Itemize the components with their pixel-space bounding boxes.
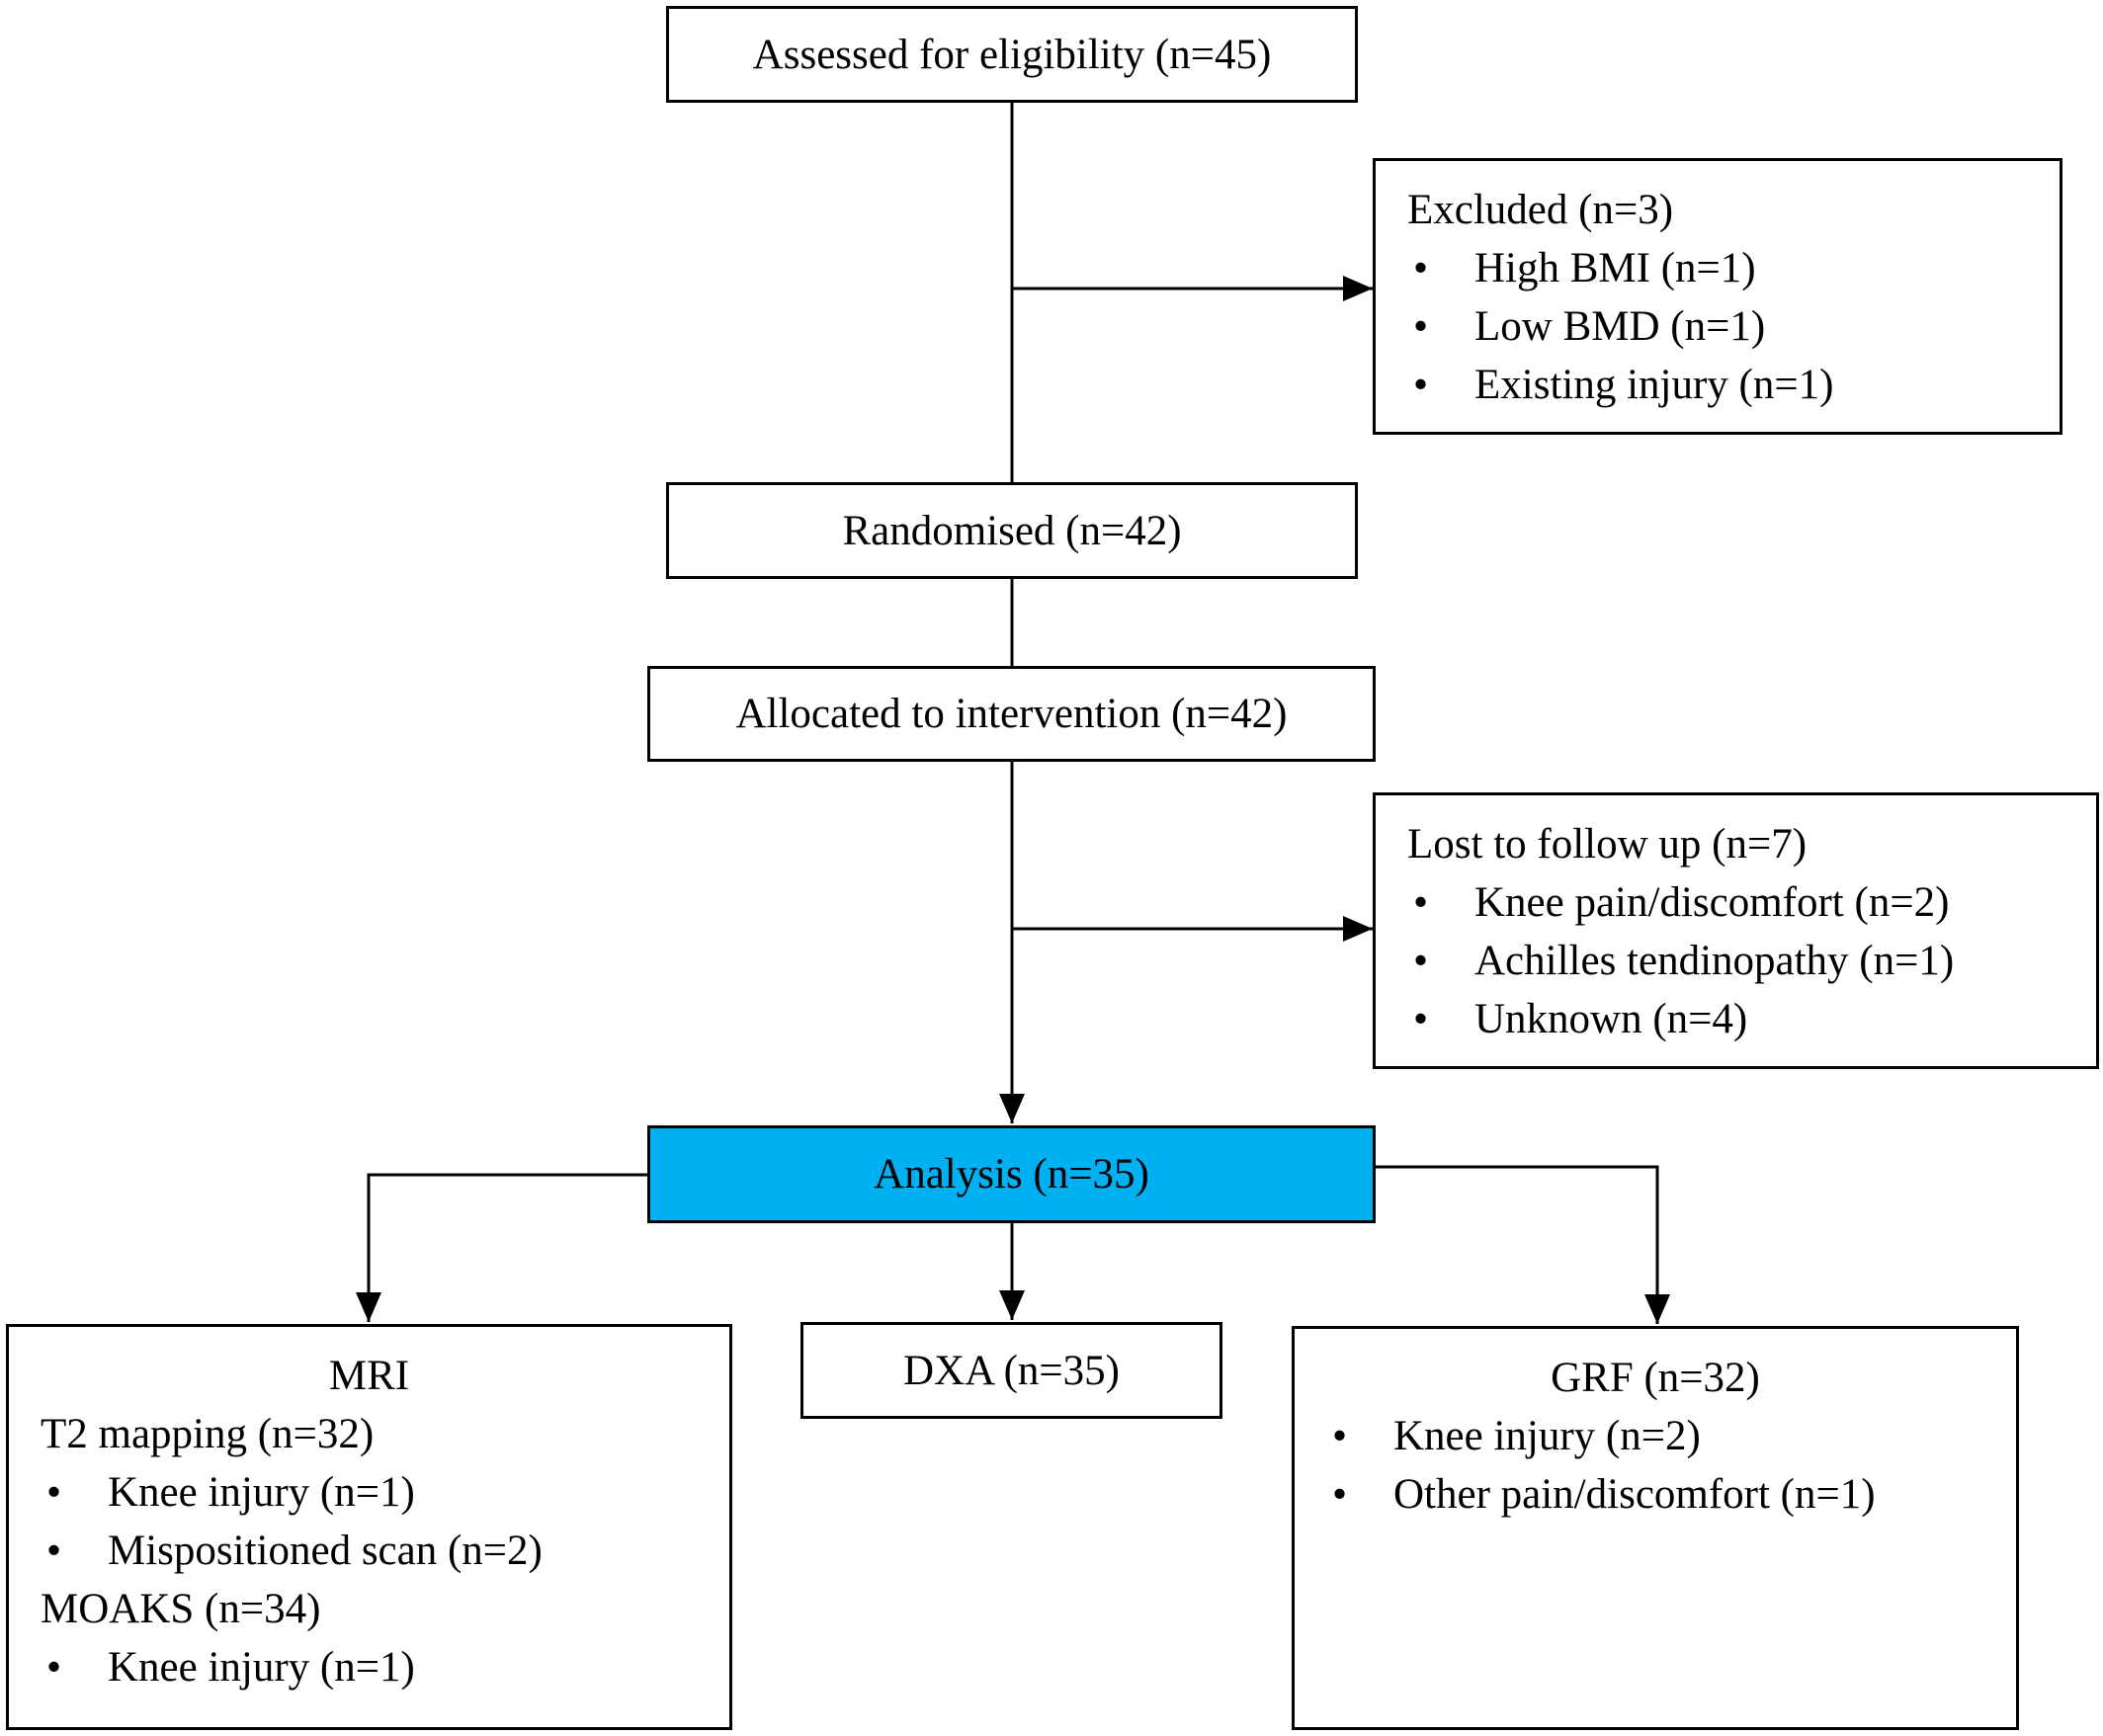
excluded-title: Excluded (n=3) [1407, 187, 1674, 233]
lost-item: •Knee pain/discomfort (n=2) [1413, 879, 1950, 926]
excluded-box: Excluded (n=3) •High BMI (n=1) •Low BMD … [1373, 158, 2062, 435]
dxa-label: DXA (n=35) [903, 1347, 1120, 1394]
grf-item: •Other pain/discomfort (n=1) [1332, 1471, 1876, 1518]
enrollment-box: Assessed for eligibility (n=45) [666, 6, 1358, 103]
lost-item: •Unknown (n=4) [1413, 996, 1748, 1042]
mri-t2-label: T2 mapping (n=32) [41, 1411, 375, 1457]
randomised-label: Randomised (n=42) [842, 507, 1182, 554]
mri-t2-item: •Knee injury (n=1) [46, 1469, 415, 1516]
excluded-item: •Existing injury (n=1) [1413, 362, 1834, 408]
allocated-box: Allocated to intervention (n=42) [647, 666, 1376, 762]
excluded-item: •Low BMD (n=1) [1413, 303, 1766, 350]
dxa-box: DXA (n=35) [800, 1322, 1222, 1419]
allocated-label: Allocated to intervention (n=42) [735, 691, 1288, 737]
enrollment-label: Assessed for eligibility (n=45) [752, 31, 1272, 78]
analysis-label: Analysis (n=35) [874, 1151, 1149, 1198]
randomised-box: Randomised (n=42) [666, 482, 1358, 579]
grf-title: GRF (n=32) [1551, 1355, 1760, 1401]
connector-analysis-mri [356, 1173, 647, 1322]
lost-item: •Achilles tendinopathy (n=1) [1413, 938, 1955, 984]
connector-analysis-grf [1375, 1165, 1670, 1324]
analysis-box: Analysis (n=35) [647, 1125, 1376, 1223]
mri-box: MRI T2 mapping (n=32) •Knee injury (n=1)… [6, 1324, 732, 1730]
mri-title: MRI [328, 1353, 410, 1399]
mri-moaks-item: •Knee injury (n=1) [46, 1644, 415, 1691]
excluded-item: •High BMI (n=1) [1413, 245, 1756, 291]
lost-title: Lost to follow up (n=7) [1407, 821, 1808, 868]
grf-box: GRF (n=32) •Knee injury (n=2) •Other pai… [1292, 1326, 2019, 1730]
mri-moaks-label: MOAKS (n=34) [41, 1586, 321, 1632]
grf-item: •Knee injury (n=2) [1332, 1413, 1701, 1459]
lost-to-follow-up-box: Lost to follow up (n=7) •Knee pain/disco… [1373, 792, 2099, 1069]
mri-t2-item: •Mispositioned scan (n=2) [46, 1528, 543, 1574]
